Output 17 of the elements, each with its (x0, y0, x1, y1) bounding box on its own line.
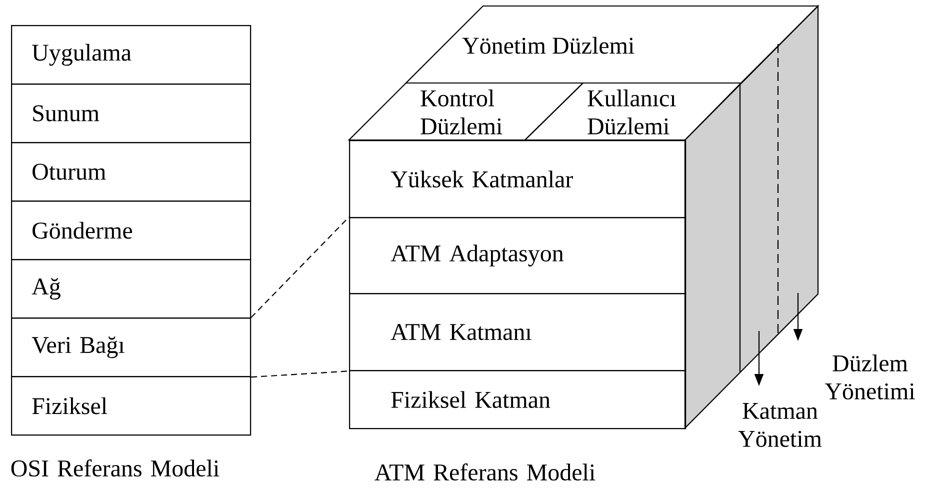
layer-box: Fiziksel Katman (349, 370, 686, 430)
layer-box: Veri Bağı (11, 318, 252, 378)
dashed-line (251, 370, 350, 378)
layer-box: Uygulama (11, 25, 252, 85)
layer-box: Yüksek Katmanlar (349, 140, 686, 218)
caption: Katman Yönetim (738, 403, 822, 447)
dashed-line (250, 216, 350, 318)
layer-box: Ağ (11, 259, 252, 319)
caption: ATM Referans Modeli (374, 463, 596, 481)
caption: Düzlem Yönetimi (824, 354, 915, 400)
layer-box: Oturum (11, 142, 252, 202)
layer-box: ATM Adaptasyon (349, 217, 686, 294)
caption: OSI Referans Modeli (11, 459, 220, 477)
layer-box: Sunum (11, 84, 252, 144)
layer-box: Gönderme (11, 200, 252, 260)
layer-box: ATM Katmanı (349, 293, 686, 372)
layer-box: Fiziksel (11, 376, 252, 436)
